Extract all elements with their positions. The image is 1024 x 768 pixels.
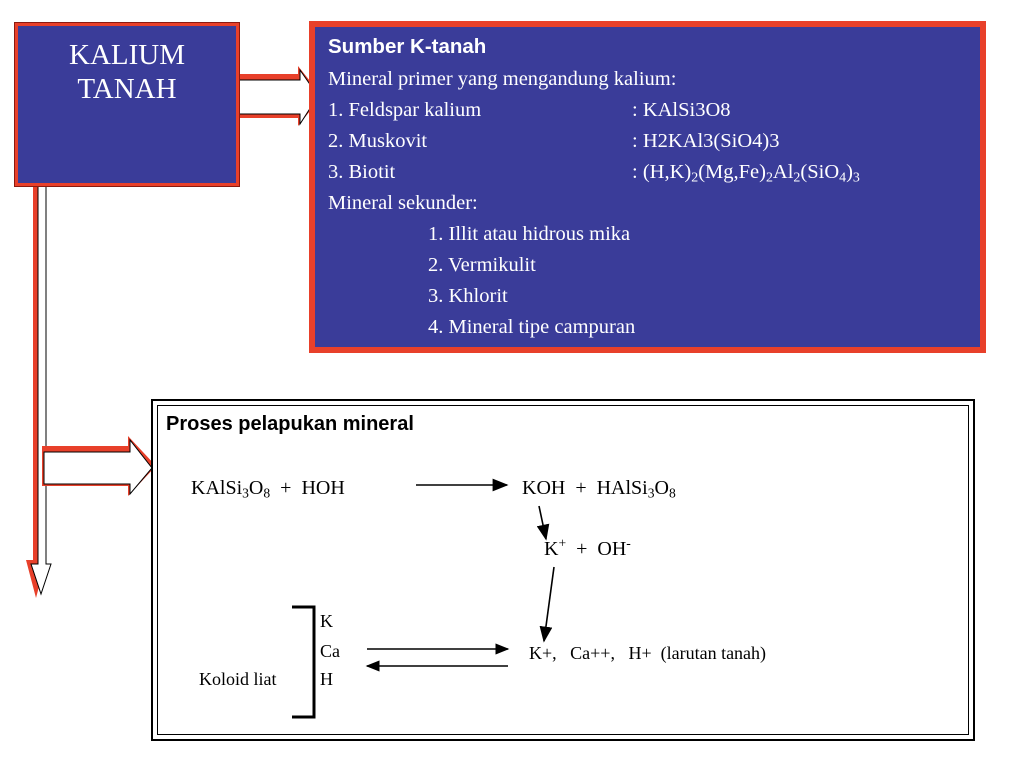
down-arrow (26, 185, 52, 598)
colloid-ion: K (320, 611, 333, 631)
sumber-box: Sumber K-tanah Mineral primer yang menga… (309, 21, 986, 353)
primary-mineral-formula: : H2KAl3(SiO4)3 (632, 130, 780, 152)
reactant-formula: KAlSi3O8 + HOH (191, 477, 345, 501)
reaction-arrows (292, 478, 555, 719)
title-line-1: KALIUM (69, 39, 185, 71)
sumber-intro: Mineral primer yang mengandung kalium: (328, 68, 677, 90)
soil-solution-ions: K+, Ca++, H+ (larutan tanah) (529, 643, 767, 663)
primary-mineral-name: 2. Muskovit (328, 130, 428, 152)
primary-mineral-formula: : (H,K)2(Mg,Fe)2Al2(SiO4)3 (632, 161, 860, 186)
secondary-mineral: 3. Khlorit (428, 285, 508, 307)
colloid-bracket (292, 605, 316, 719)
colloid-ion: H (320, 669, 333, 689)
sumber-content: Sumber K-tanah Mineral primer yang menga… (315, 27, 980, 347)
sumber-heading: Sumber K-tanah (328, 35, 487, 58)
secondary-mineral: 4. Mineral tipe campuran (428, 316, 636, 338)
primary-mineral-name: 1. Feldspar kalium (328, 99, 482, 121)
title-box: KALIUM TANAH (14, 22, 240, 187)
product-formula: KOH + HAlSi3O8 (522, 477, 676, 501)
dissociation-arrow (536, 505, 550, 541)
right-arrow-to-sumber (237, 66, 322, 126)
proses-content: Proses pelapukan mineral KAlSi3O8 + HOH … (157, 405, 969, 735)
secondary-mineral: 1. Illit atau hidrous mika (428, 223, 631, 245)
secondary-mineral: 2. Vermikulit (428, 254, 536, 276)
colloid-label: Koloid liat (199, 669, 277, 689)
page-title: KALIUM TANAH (18, 38, 236, 106)
colloid-ion: Ca (320, 641, 340, 661)
solution-arrow (539, 566, 555, 643)
primary-mineral-formula: : KAlSi3O8 (632, 99, 731, 121)
title-line-2: TANAH (77, 73, 177, 105)
ion-products: K+ + OH- (544, 535, 631, 560)
secondary-heading: Mineral sekunder: (328, 192, 478, 214)
primary-mineral-name: 3. Biotit (328, 161, 396, 183)
proses-heading: Proses pelapukan mineral (166, 413, 414, 435)
right-arrow-to-proses (42, 436, 156, 496)
proses-box: Proses pelapukan mineral KAlSi3O8 + HOH … (151, 399, 975, 741)
